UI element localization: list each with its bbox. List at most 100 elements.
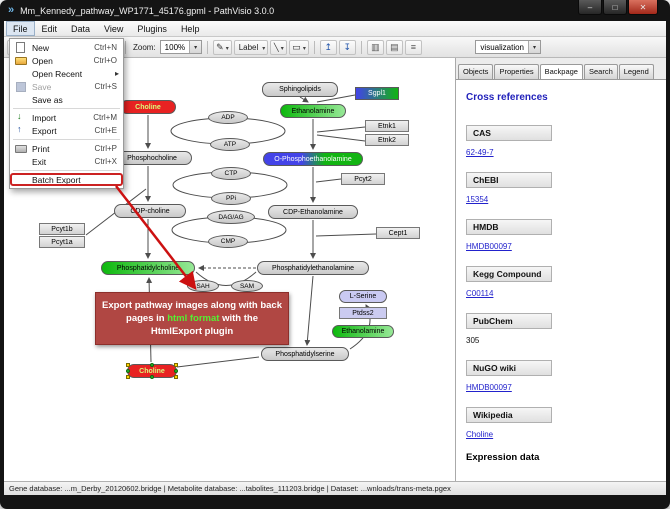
pathway-node-sam[interactable]: SAM <box>231 280 263 292</box>
selection-handle[interactable] <box>174 363 178 367</box>
open-icon <box>14 56 27 65</box>
pathway-node-ethanolamine[interactable]: Ethanolamine <box>280 104 346 118</box>
pathway-node-phosphatidylcholine[interactable]: Phosphatidylcholine <box>101 261 195 275</box>
tab-properties[interactable]: Properties <box>494 64 539 79</box>
statusbar-text: Gene database: ...m_Derby_20120602.bridg… <box>9 484 451 493</box>
pathway-node-ethanolamine[interactable]: Ethanolamine <box>332 325 394 338</box>
pathway-node-phosphatidylserine[interactable]: Phosphatidylserine <box>261 347 349 361</box>
send-backward-button[interactable] <box>338 39 356 55</box>
chevron-down-icon[interactable] <box>528 41 540 53</box>
pathway-node-cdp-ethanolamine[interactable]: CDP-Ethanolamine <box>268 205 358 219</box>
bring-forward-button[interactable] <box>319 39 337 55</box>
tab-search[interactable]: Search <box>583 64 618 79</box>
pathway-node-ptdss2[interactable]: Ptdss2 <box>339 307 387 319</box>
arrow-up-icon <box>325 42 333 53</box>
align-horizontal-icon <box>371 42 380 53</box>
pathway-node-o-phosphoethanolamine[interactable]: O-Phosphoethanolamine <box>263 152 363 166</box>
pathway-node-etnk2[interactable]: Etnk2 <box>365 134 409 146</box>
xref-link[interactable]: HMDB00097 <box>466 242 512 251</box>
file-menu-item-batch-export[interactable]: Batch Export <box>10 173 123 186</box>
arrow-down-icon <box>344 42 352 53</box>
pathway-node-pcyt1b[interactable]: Pcyt1b <box>39 223 85 235</box>
menu-data[interactable]: Data <box>71 23 91 34</box>
chevron-down-icon[interactable] <box>189 41 202 53</box>
tab-backpage[interactable]: Backpage <box>539 64 583 79</box>
datanode-tool-button[interactable] <box>213 39 232 55</box>
pathway-node-sgpl1[interactable]: Sgpl1 <box>355 87 399 100</box>
minimize-button[interactable]: – <box>578 0 602 15</box>
selection-handle[interactable] <box>126 375 130 379</box>
menu-help[interactable]: Help <box>180 23 200 34</box>
pathway-node-ppi[interactable]: PPi <box>211 192 251 205</box>
pathway-node-choline[interactable]: Choline <box>120 100 176 114</box>
selection-handle[interactable] <box>174 369 178 373</box>
pathway-node-pcyt1a[interactable]: Pcyt1a <box>39 236 85 248</box>
maximize-button[interactable]: □ <box>603 0 627 15</box>
pathway-node-etnk1[interactable]: Etnk1 <box>365 120 409 132</box>
toolbar-separator <box>313 40 315 54</box>
label-tool-button[interactable]: Label <box>233 39 269 55</box>
align-vertical-button[interactable] <box>385 39 403 55</box>
pathway-node-sphingolipids[interactable]: Sphingolipids <box>262 82 338 97</box>
xref-link[interactable]: 15354 <box>466 195 489 204</box>
tab-objects[interactable]: Objects <box>458 64 494 79</box>
pathway-node-phosphocholine[interactable]: Phosphocholine <box>112 151 192 165</box>
pathway-node-ctp[interactable]: CTP <box>211 167 251 180</box>
menu-file[interactable]: File <box>6 21 35 36</box>
common-size-button[interactable] <box>404 39 422 55</box>
menu-item-label: Import <box>32 112 57 123</box>
xref-link[interactable]: 62-49-7 <box>466 148 494 157</box>
import-icon <box>14 111 27 123</box>
xref-database-name: CAS <box>466 125 552 141</box>
file-menu-item-save-as[interactable]: Save as <box>10 93 123 106</box>
pathway-node-l-serine[interactable]: L-Serine <box>339 290 387 303</box>
annotation-text: with the HtmlExport plugin <box>150 313 258 337</box>
xref-link[interactable]: C00114 <box>466 289 494 298</box>
pathway-node-phosphatidylethanolamine[interactable]: Phosphatidylethanolamine <box>257 261 369 275</box>
pathway-node-choline[interactable]: Choline <box>126 363 178 379</box>
selection-handle[interactable] <box>174 375 178 379</box>
annotation-callout: Export pathway images along with back pa… <box>95 292 289 345</box>
file-menu-item-open-recent[interactable]: Open Recent <box>10 67 123 80</box>
selection-handle[interactable] <box>126 369 130 373</box>
menu-shortcut: Ctrl+O <box>93 56 117 65</box>
selection-handle[interactable] <box>150 363 154 367</box>
pathway-node-cept1[interactable]: Cept1 <box>376 227 420 239</box>
xref-database-name: HMDB <box>466 219 552 235</box>
pathway-node-adp[interactable]: ADP <box>208 111 248 124</box>
xref-link[interactable]: HMDB00097 <box>466 383 512 392</box>
zoom-combobox[interactable]: 100% <box>159 40 203 54</box>
chevron-down-icon <box>280 42 284 52</box>
menu-view[interactable]: View <box>104 23 124 34</box>
pathway-node-cdp-choline[interactable]: CDP-choline <box>114 204 186 218</box>
zoom-value: 100% <box>164 42 186 52</box>
pathway-node-pcyt2[interactable]: Pcyt2 <box>341 173 385 185</box>
align-horizontal-button[interactable] <box>366 39 384 55</box>
menu-shortcut: Ctrl+S <box>94 82 117 91</box>
selection-handle[interactable] <box>126 363 130 367</box>
pathway-node-atp[interactable]: ATP <box>210 138 250 151</box>
line-tool-button[interactable] <box>270 39 288 55</box>
visualization-combobox[interactable]: visualization <box>475 40 541 54</box>
shape-tool-button[interactable] <box>289 39 309 55</box>
selection-handle[interactable] <box>150 375 154 379</box>
pathway-node-dag-ag[interactable]: DAG/AG <box>207 210 255 224</box>
menu-edit[interactable]: Edit <box>41 23 58 34</box>
close-button[interactable]: ✕ <box>628 0 658 15</box>
pathway-node-sah[interactable]: SAH <box>187 280 219 292</box>
menu-plugins[interactable]: Plugins <box>137 23 167 34</box>
pathway-node-cmp[interactable]: CMP <box>208 235 248 248</box>
xref-link[interactable]: Choline <box>466 430 494 439</box>
tab-legend[interactable]: Legend <box>618 64 654 79</box>
